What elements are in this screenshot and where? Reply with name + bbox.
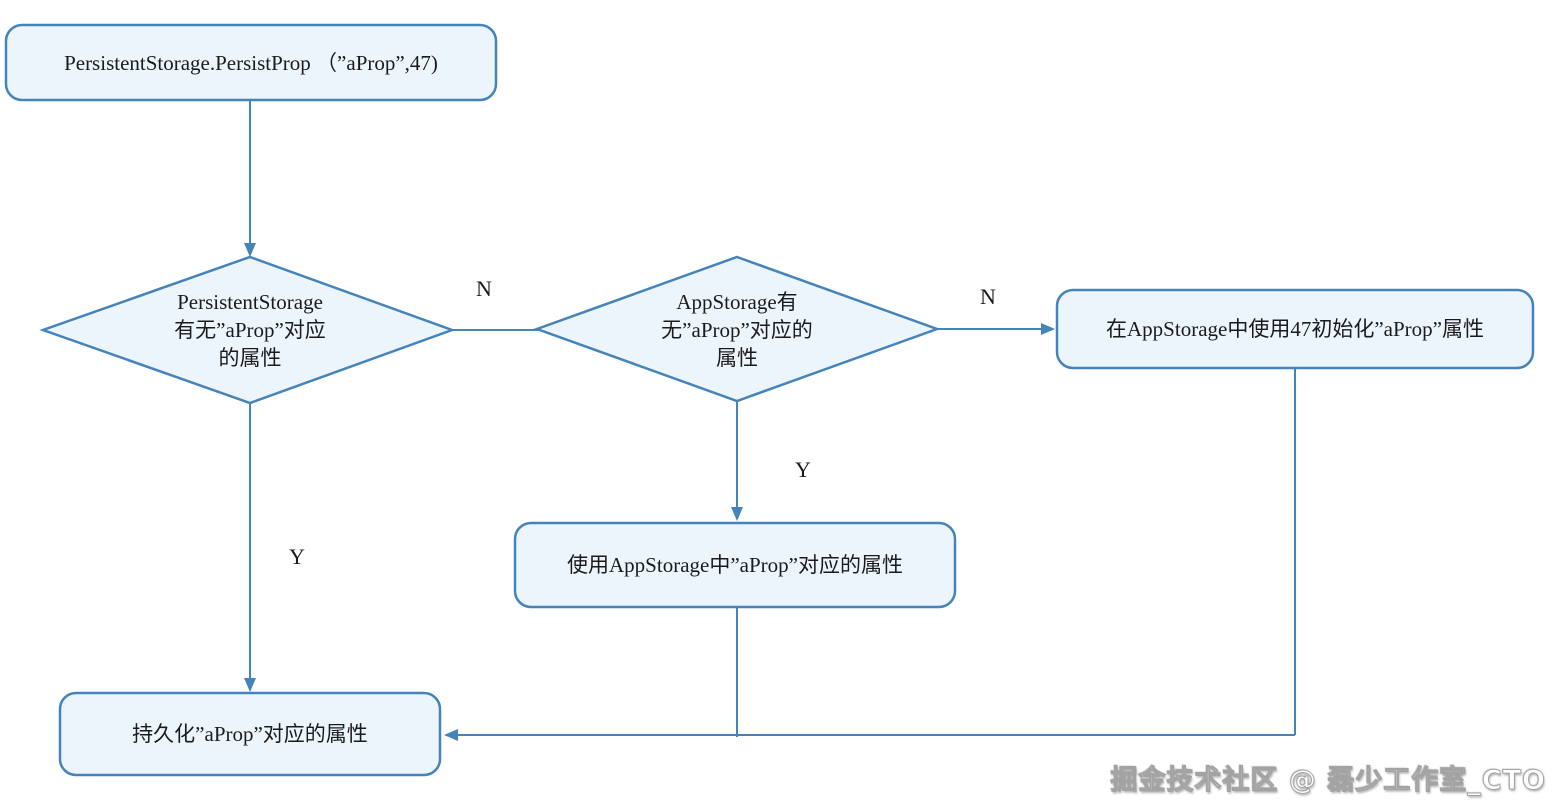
app-storage-decision-line3: 属性 xyxy=(716,346,758,370)
edge-label-persistent-yes: Y xyxy=(289,544,305,569)
persistent-storage-decision-line1: PersistentStorage xyxy=(177,290,323,314)
persistent-storage-decision-line3: 的属性 xyxy=(218,346,282,370)
start-node-shape xyxy=(4,23,498,102)
persistent-storage-decision-line2: 有无”aProp”对应 xyxy=(174,318,326,342)
edge-label-persistent-no: N xyxy=(476,276,492,301)
persist-node-shape xyxy=(58,691,442,777)
app-storage-decision-shape xyxy=(533,255,941,403)
start-node-label: PersistentStorage.PersistProp （”aProp”,4… xyxy=(64,50,438,75)
app-storage-decision-line1: AppStorage有 xyxy=(676,290,798,314)
use-app-storage-node-shape xyxy=(513,521,957,609)
init-app-storage-node-label: 在AppStorage中使用47初始化”aProp”属性 xyxy=(1106,317,1484,341)
watermark-text: 掘金技术社区 @ 磊少工作室_CTO xyxy=(1110,765,1546,797)
init-app-storage-node-shape xyxy=(1055,288,1535,370)
edge-label-app-no: N xyxy=(980,284,996,309)
app-storage-decision-label: AppStorage有 无”aProp”对应的 属性 xyxy=(537,288,937,372)
edge-label-app-yes: Y xyxy=(795,457,811,482)
persistent-storage-decision-label: PersistentStorage 有无”aProp”对应 的属性 xyxy=(45,288,455,372)
persist-node-label: 持久化”aProp”对应的属性 xyxy=(132,722,368,746)
app-storage-decision-line2: 无”aProp”对应的 xyxy=(661,318,813,342)
persistent-storage-decision-shape xyxy=(39,255,456,405)
use-app-storage-node-label: 使用AppStorage中”aProp”对应的属性 xyxy=(567,553,903,577)
